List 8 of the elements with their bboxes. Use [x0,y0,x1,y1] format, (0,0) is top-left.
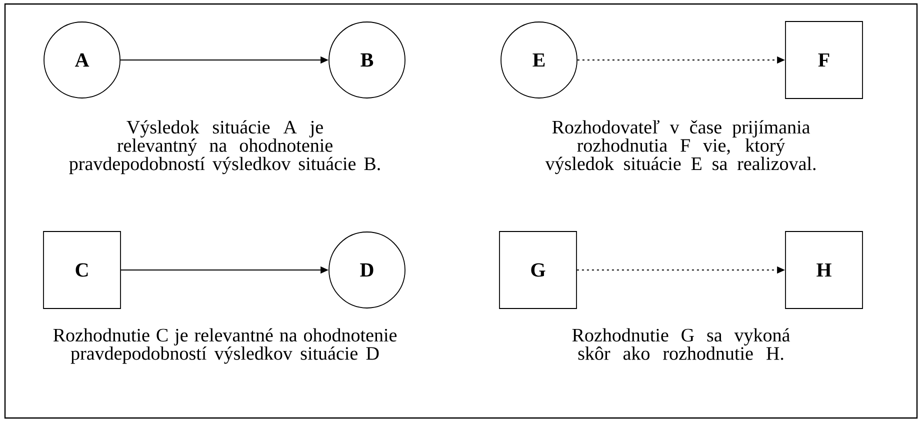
decision-box: H [785,231,863,309]
decision-box: F [785,21,863,99]
decision-box: C [43,231,121,309]
caption: Rozhodovateľ v čase prijímania rozhodnutia F vie, ktorý výsledok situácie E sa realizoval. [545,120,816,174]
decision-box: G [499,231,577,309]
caption: Výsledok situácie A je relevantný na ohodnotenie pravdepodobností výsledkov situácie B. [69,120,380,174]
caption: Rozhodnutie C je relevantné na ohodnotenie pravdepodobností výsledkov situácie D [53,328,397,364]
caption: Rozhodnutie G sa vykoná skôr ako rozhodnutie H. [572,328,790,360]
